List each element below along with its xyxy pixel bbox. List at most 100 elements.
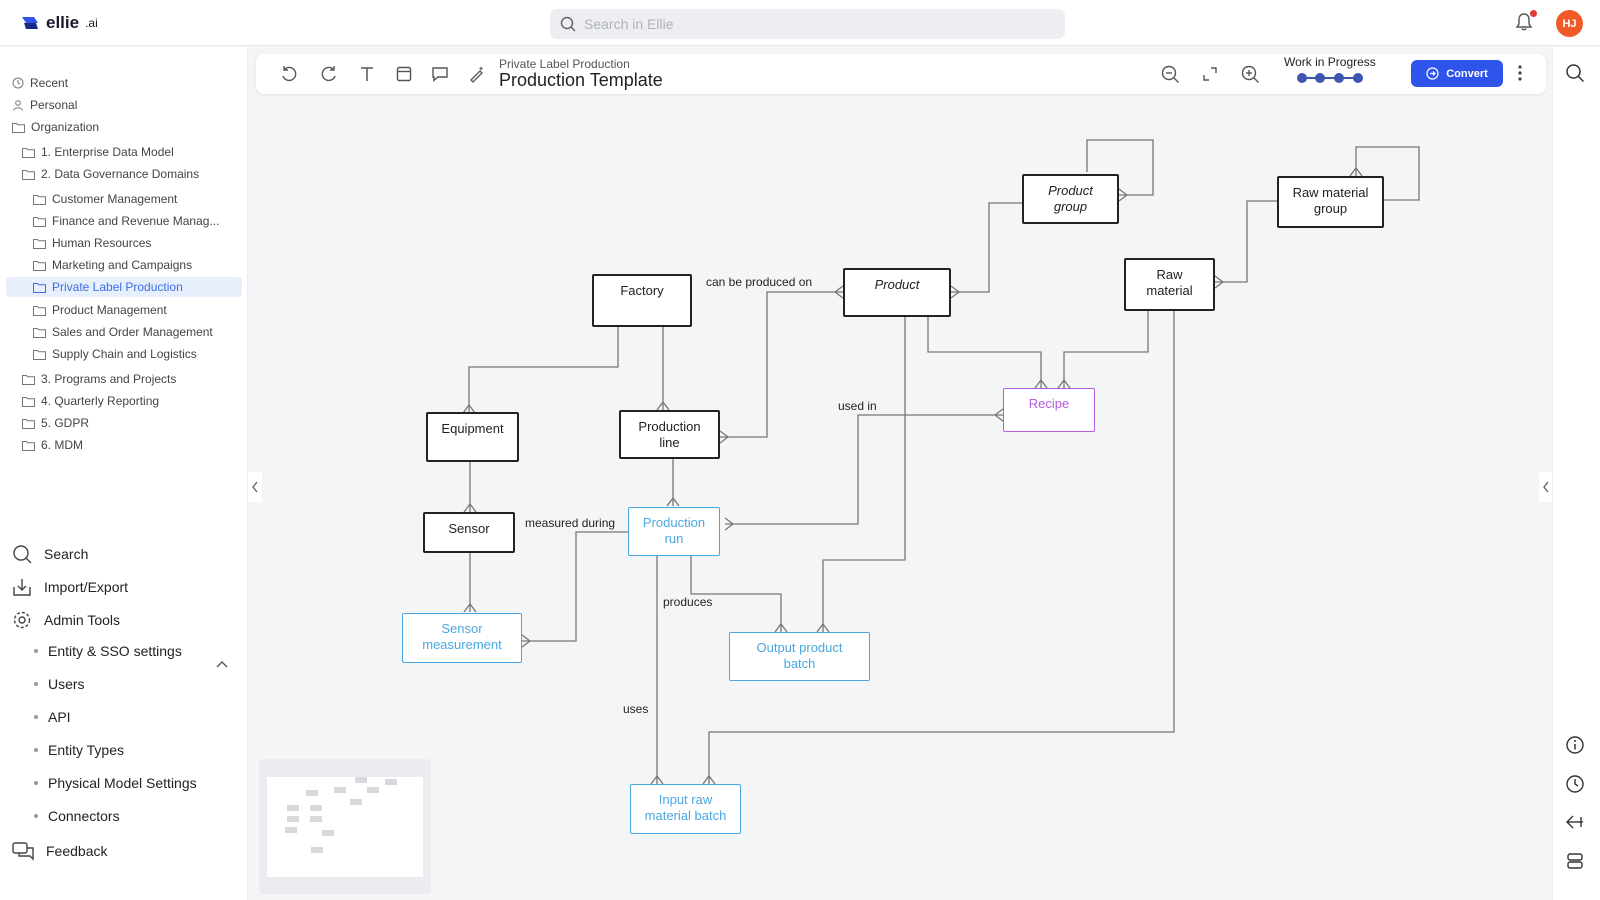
rel-label-measured-during[interactable]: measured during xyxy=(525,516,616,530)
chevron-up-icon[interactable] xyxy=(216,660,228,668)
minimap-node xyxy=(355,777,367,783)
entity-sensor[interactable]: Sensor xyxy=(423,512,515,553)
history-icon[interactable] xyxy=(1565,774,1585,794)
folder-icon xyxy=(33,305,46,316)
sidebar-item-organization[interactable]: Organization xyxy=(12,117,99,137)
document-title[interactable]: Production Template xyxy=(499,70,663,90)
entity-label: Equipment xyxy=(441,421,504,436)
sidebar-item-programs-and-projects[interactable]: 3. Programs and Projects xyxy=(22,369,176,389)
admin-item-connectors[interactable]: Connectors xyxy=(34,808,120,824)
minimap-node xyxy=(285,827,297,833)
sidebar-item-mdm[interactable]: 6. MDM xyxy=(22,435,83,455)
folder-icon xyxy=(22,440,35,451)
sidebar-item-label: Supply Chain and Logistics xyxy=(52,347,197,361)
sidebar-item-data-governance-domains[interactable]: 2. Data Governance Domains xyxy=(22,164,199,184)
document-breadcrumb[interactable]: Private Label Production xyxy=(499,57,630,71)
sidebar-item-customer-management[interactable]: Customer Management xyxy=(33,189,177,209)
entity-production-run[interactable]: Production run xyxy=(628,507,720,556)
zoom-in-button[interactable] xyxy=(1239,63,1261,85)
entity-production-line[interactable]: Production line xyxy=(619,410,720,459)
rel-label-uses[interactable]: uses xyxy=(623,702,649,716)
sidebar-search[interactable]: Search xyxy=(12,544,88,564)
ai-assist-button[interactable] xyxy=(466,63,488,85)
feedback-icon xyxy=(12,842,34,861)
info-icon[interactable] xyxy=(1565,735,1585,755)
expand-icon xyxy=(1203,67,1217,81)
sidebar-item-finance-and-revenue[interactable]: Finance and Revenue Manag... xyxy=(33,211,219,231)
entity-output-product-batch[interactable]: Output product batch xyxy=(729,632,870,681)
global-search[interactable] xyxy=(550,9,1065,39)
minimap[interactable] xyxy=(259,759,431,894)
relationship-icon[interactable] xyxy=(1565,812,1585,832)
admin-item-physical-model-settings[interactable]: Physical Model Settings xyxy=(34,775,197,791)
entity-sensor-measurement[interactable]: Sensor measurement xyxy=(402,613,522,663)
entity-raw-material-group[interactable]: Raw material group xyxy=(1277,176,1384,228)
entity-raw-material[interactable]: Raw material xyxy=(1124,258,1215,311)
entity-label: Output product batch xyxy=(756,640,843,671)
sidebar-item-gdpr[interactable]: 5. GDPR xyxy=(22,413,89,433)
clock-icon xyxy=(12,77,24,89)
sidebar-item-private-label-production[interactable]: Private Label Production xyxy=(6,277,242,297)
rel-label-used-in[interactable]: used in xyxy=(838,399,877,413)
entity-product[interactable]: Product xyxy=(843,268,951,317)
user-avatar[interactable]: HJ xyxy=(1556,10,1583,37)
redo-button[interactable] xyxy=(318,63,340,85)
add-comment-button[interactable] xyxy=(429,63,451,85)
folder-icon xyxy=(22,374,35,385)
sidebar-item-human-resources[interactable]: Human Resources xyxy=(33,233,151,253)
sidebar-item-enterprise-data-model[interactable]: 1. Enterprise Data Model xyxy=(22,142,174,162)
folder-icon xyxy=(33,282,46,293)
add-text-button[interactable] xyxy=(356,63,378,85)
entity-label: Raw material xyxy=(1146,267,1193,298)
search-icon[interactable] xyxy=(1565,63,1585,83)
collapse-right-panel-toggle[interactable] xyxy=(1539,472,1553,502)
folder-icon xyxy=(33,327,46,338)
folder-icon xyxy=(22,418,35,429)
undo-button[interactable] xyxy=(278,63,300,85)
more-options-icon[interactable] xyxy=(1518,64,1522,82)
sidebar-item-personal[interactable]: Personal xyxy=(12,95,77,115)
convert-label: Convert xyxy=(1446,67,1488,80)
search-input[interactable] xyxy=(584,13,1044,35)
entity-equipment[interactable]: Equipment xyxy=(426,412,519,462)
admin-item-entity-sso[interactable]: Entity & SSO settings xyxy=(34,643,182,659)
sidebar-item-label: Product Management xyxy=(52,303,167,317)
person-icon xyxy=(13,100,23,111)
sidebar-feedback[interactable]: Feedback xyxy=(12,841,107,861)
minimap-viewport[interactable] xyxy=(267,777,423,877)
convert-button[interactable]: Convert xyxy=(1411,60,1503,87)
admin-item-api[interactable]: API xyxy=(34,709,71,725)
sidebar-item-marketing-and-campaigns[interactable]: Marketing and Campaigns xyxy=(33,255,192,275)
sidebar-item-quarterly-reporting[interactable]: 4. Quarterly Reporting xyxy=(22,391,159,411)
entity-label: Sensor measurement xyxy=(422,621,502,652)
folder-icon xyxy=(22,169,35,180)
sidebar-item-supply-chain-and-logistics[interactable]: Supply Chain and Logistics xyxy=(33,344,197,364)
entity-factory[interactable]: Factory xyxy=(592,274,692,327)
fit-to-screen-button[interactable] xyxy=(1199,63,1221,85)
add-entity-button[interactable] xyxy=(393,63,415,85)
rel-label-can-be-produced-on[interactable]: can be produced on xyxy=(706,275,813,289)
sidebar-import-export[interactable]: Import/Export xyxy=(12,577,128,597)
admin-item-label: Entity & SSO settings xyxy=(48,643,182,659)
sidebar-item-sales-and-order-management[interactable]: Sales and Order Management xyxy=(33,322,213,342)
entity-product-group[interactable]: Product group xyxy=(1022,174,1119,224)
entity-recipe[interactable]: Recipe xyxy=(1003,388,1095,432)
app-logo[interactable]: ellie .ai xyxy=(20,13,98,33)
admin-item-users[interactable]: Users xyxy=(34,676,85,692)
entity-label: Factory xyxy=(620,283,664,298)
admin-item-entity-types[interactable]: Entity Types xyxy=(34,742,124,758)
entity-label: Production line xyxy=(638,419,701,450)
sidebar-admin-tools[interactable]: Admin Tools xyxy=(12,610,120,630)
sidebar-feedback-label: Feedback xyxy=(46,843,108,859)
zoom-out-button[interactable] xyxy=(1159,63,1181,85)
collapse-sidebar-toggle[interactable] xyxy=(248,472,262,502)
notification-bell-icon[interactable] xyxy=(1514,12,1534,32)
bullet xyxy=(34,748,38,752)
entity-input-raw-material-batch[interactable]: Input raw material batch xyxy=(630,784,741,834)
rel-label-produces[interactable]: produces xyxy=(663,595,713,609)
layers-icon[interactable] xyxy=(1565,851,1585,871)
status-progress-indicator[interactable] xyxy=(1296,72,1366,84)
sidebar-item-product-management[interactable]: Product Management xyxy=(33,300,167,320)
sidebar-item-recent[interactable]: Recent xyxy=(12,73,68,93)
entity-label: Sensor xyxy=(448,521,490,536)
